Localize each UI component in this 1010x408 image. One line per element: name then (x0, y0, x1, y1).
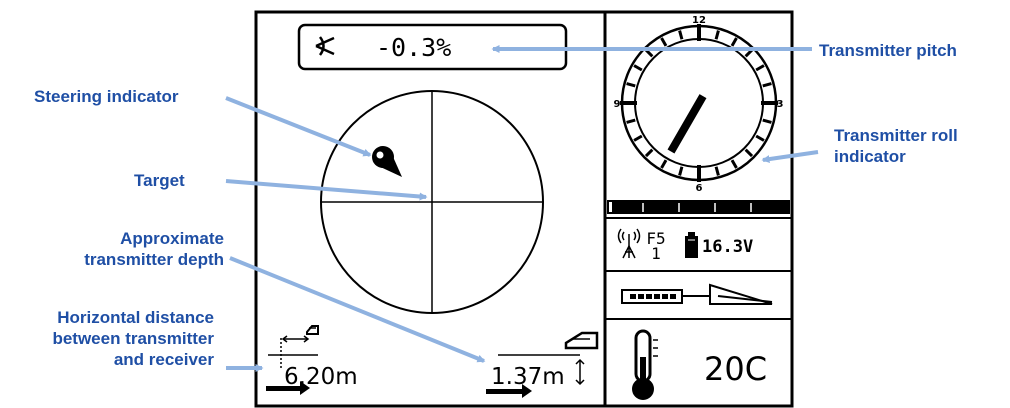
horizontal-distance-value: 6.20m (284, 364, 358, 390)
roll-tick (714, 166, 720, 176)
roll-tick (678, 166, 684, 176)
callout-depth-line1: Approximate (120, 229, 224, 248)
steering-ball-icon (372, 146, 402, 177)
receiver-graphic-icon (621, 283, 773, 305)
roll-tick (714, 30, 720, 40)
callout-transmitter-pitch: Transmitter pitch (819, 40, 957, 61)
callout-roll-indicator: Transmitter roll indicator (834, 125, 958, 167)
roll-tick (626, 118, 636, 124)
callout-target: Target (134, 170, 185, 191)
antenna-icon (617, 228, 641, 259)
callout-transmitter-pitch-text: Transmitter pitch (819, 41, 957, 60)
callout-steering-indicator-text: Steering indicator (34, 87, 179, 106)
depth-icon (486, 331, 599, 398)
roll-tick (755, 64, 765, 72)
roll-tick (755, 134, 765, 142)
depth-value: 1.37m (491, 364, 565, 390)
callout-roll-line1: Transmitter roll (834, 126, 958, 145)
frequency-label: F5 (646, 229, 665, 248)
roll-tick (744, 148, 754, 158)
callout-horizontal-line3: and receiver (113, 350, 214, 369)
callout-target-text: Target (134, 171, 185, 190)
roll-tick (633, 134, 643, 142)
callout-steering-indicator: Steering indicator (34, 86, 179, 107)
roll-label-9: 9 (614, 99, 621, 110)
callout-roll-line2: indicator (834, 147, 906, 166)
pitch-value: -0.3% (376, 33, 451, 62)
temperature-value: 20C (704, 350, 767, 388)
roll-tick (744, 48, 754, 58)
pitch-icon (315, 36, 335, 56)
roll-tick (762, 82, 772, 88)
roll-tick (730, 159, 738, 169)
thermometer-icon (632, 329, 658, 400)
signal-strength-bar (607, 200, 790, 214)
roll-needle (667, 94, 707, 154)
roll-tick (762, 118, 772, 124)
battery-voltage: 16.3V (702, 237, 753, 257)
roll-tick (730, 37, 738, 47)
roll-tick (644, 148, 654, 158)
battery-icon (685, 232, 698, 258)
horizontal-distance-icon (266, 325, 319, 395)
roll-tick (644, 48, 654, 58)
arrow-roll (761, 150, 819, 164)
roll-label-12: 12 (692, 15, 706, 26)
roll-label-6: 6 (696, 183, 703, 194)
roll-indicator: 12 3 6 9 (614, 15, 784, 194)
roll-tick (678, 30, 684, 40)
callout-depth: Approximate transmitter depth (48, 228, 224, 270)
frequency-channel: 1 (651, 244, 661, 263)
roll-tick (633, 64, 643, 72)
roll-tick (660, 159, 668, 169)
arrow-target (225, 179, 428, 201)
arrow-depth (229, 256, 486, 363)
callout-horizontal-line2: between transmitter (52, 329, 214, 348)
roll-label-3: 3 (777, 99, 784, 110)
roll-tick (660, 37, 668, 47)
roll-ticks (620, 24, 778, 182)
callout-arrows (225, 45, 819, 372)
arrow-steering (225, 96, 372, 157)
roll-tick (626, 82, 636, 88)
lcd-frame (254, 10, 794, 408)
callout-depth-line2: transmitter depth (84, 250, 224, 269)
callout-horizontal-line1: Horizontal distance (57, 308, 214, 327)
callout-horizontal-distance: Horizontal distance between transmitter … (8, 307, 214, 370)
